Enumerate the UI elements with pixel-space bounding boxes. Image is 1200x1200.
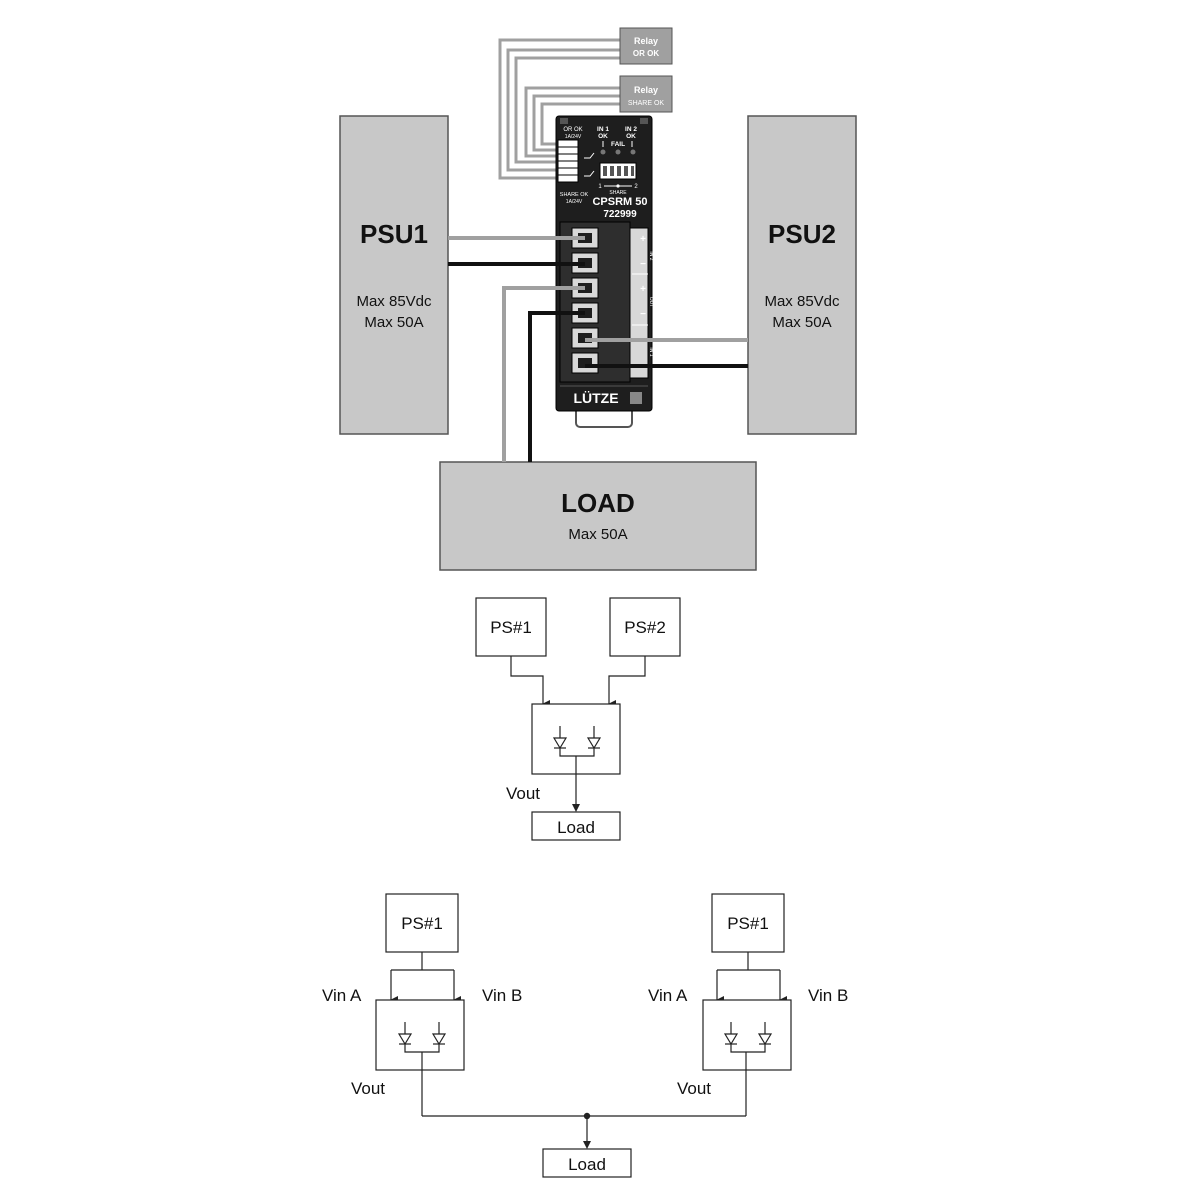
- left-ps-label: PS#1: [401, 914, 443, 933]
- psu1-spec-current: Max 50A: [364, 314, 423, 331]
- in1-ok-label: OK: [598, 133, 608, 140]
- psu1-box: PSU1 Max 85Vdc Max 50A: [339, 115, 449, 435]
- ps1-label: PS#1: [490, 618, 532, 637]
- brand-logo: LÜTZE: [573, 390, 618, 406]
- middle-diagram: PS#1 PS#2 Vout Load: [475, 597, 681, 841]
- relay-or-ok-box: Relay OR OK: [619, 27, 673, 65]
- in2-minus-label: −: [640, 259, 646, 270]
- load-small-box: [531, 811, 621, 841]
- in1-label: IN 1: [597, 126, 609, 133]
- load-small-label: Load: [557, 818, 595, 837]
- psu2-spec-voltage: Max 85Vdc: [764, 293, 840, 310]
- ps2-label: PS#2: [624, 618, 666, 637]
- out-minus-label: −: [640, 309, 646, 320]
- bottom-load-label: Load: [568, 1155, 606, 1174]
- cpsrm-device: OR OK 1A/24V IN 1 OK IN 2 OK FAIL: [555, 115, 654, 412]
- right-oring-module-box: [702, 999, 792, 1071]
- psu2-spec-current: Max 50A: [772, 314, 831, 331]
- led-in2: [630, 149, 636, 155]
- share-scale-right: 2: [634, 184, 638, 190]
- share-ok-rating: 1A/24V: [566, 199, 583, 205]
- right-vin-a-label: Vin A: [648, 986, 688, 1005]
- left-vout-label: Vout: [351, 1079, 385, 1098]
- brand-mark-icon: [630, 392, 642, 404]
- in2-label: IN 2: [625, 126, 637, 133]
- left-vin-a-label: Vin A: [322, 986, 362, 1005]
- vout-label: Vout: [506, 784, 540, 803]
- right-ps-label: PS#1: [727, 914, 769, 933]
- relay-or-sub-label: OR OK: [633, 49, 659, 58]
- or-ok-rating: 1A/24V: [565, 134, 582, 140]
- led-fail: [615, 149, 621, 155]
- share-label: SHARE: [609, 190, 627, 196]
- right-vout-label: Vout: [677, 1079, 711, 1098]
- bottom-diagram: PS#1 Vin A Vin B Vout PS#1 Vin A Vin B: [322, 893, 848, 1178]
- part-number-label: 722999: [603, 209, 637, 220]
- load-spec: Max 50A: [568, 526, 627, 543]
- ps1-box: [475, 597, 547, 657]
- load-title: LOAD: [561, 488, 635, 518]
- terminal-in2-label: IN 2: [648, 251, 654, 260]
- share-scale-left: 1: [598, 184, 602, 190]
- in2-plus-label: +: [640, 234, 646, 245]
- relay-share-sub-label: SHARE OK: [628, 100, 665, 107]
- led-in1: [600, 149, 606, 155]
- in2-ok-label: OK: [626, 133, 636, 140]
- psu1-spec-voltage: Max 85Vdc: [356, 293, 432, 310]
- out-plus-label: +: [640, 284, 646, 295]
- terminal-in1-label: IN 1: [648, 347, 654, 356]
- model-label: CPSRM 50: [592, 196, 647, 208]
- right-vin-b-label: Vin B: [808, 986, 848, 1005]
- psu2-title: PSU2: [768, 219, 836, 249]
- load-box: LOAD Max 50A: [439, 461, 757, 571]
- left-oring-module-box: [375, 999, 465, 1071]
- share-ok-label: SHARE OK: [560, 192, 589, 198]
- relay-wires: [498, 38, 620, 180]
- power-wires: [448, 236, 748, 462]
- fail-label: FAIL: [611, 141, 625, 148]
- left-ps-box: [385, 893, 459, 953]
- relay-share-label: Relay: [634, 85, 658, 95]
- bottom-load-box: [542, 1148, 632, 1178]
- psu1-title: PSU1: [360, 219, 428, 249]
- terminal-out-label: OUT: [648, 297, 654, 308]
- relay-share-ok-box: Relay SHARE OK: [619, 75, 673, 113]
- relay-or-label: Relay: [634, 36, 658, 46]
- psu2-box: PSU2 Max 85Vdc Max 50A: [747, 115, 857, 435]
- or-ok-label: OR OK: [563, 127, 582, 133]
- left-vin-b-label: Vin B: [482, 986, 522, 1005]
